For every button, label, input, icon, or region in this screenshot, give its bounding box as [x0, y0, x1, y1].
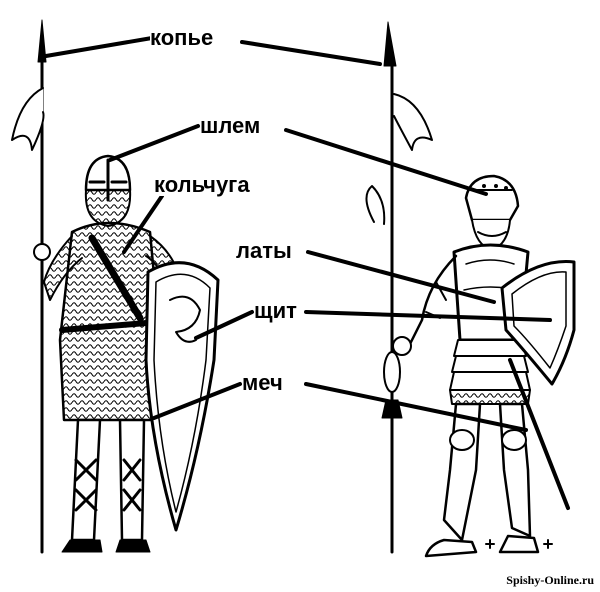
- leader-chainmail: [122, 194, 164, 254]
- right-shield: [500, 260, 576, 386]
- leader-sword-right: [304, 382, 528, 432]
- leader-shield-right: [304, 310, 552, 322]
- leader-shield-left: [194, 310, 254, 340]
- right-sword: [508, 358, 570, 510]
- leader-helmet-right: [284, 128, 488, 196]
- leader-plate-armor: [306, 250, 496, 304]
- left-shield: [144, 261, 220, 532]
- left-knight: [11, 19, 220, 554]
- leader-spear-left: [44, 36, 154, 58]
- watermark: Spishy-Online.ru: [506, 573, 594, 587]
- leader-spear-right: [240, 40, 382, 66]
- leader-sword-left: [152, 382, 242, 420]
- label-sword: меч: [242, 370, 283, 395]
- right-helmet: [464, 174, 520, 222]
- label-shield: щит: [254, 298, 297, 323]
- right-knight: [365, 21, 576, 558]
- label-plate-armor: латы: [236, 238, 292, 263]
- label-chainmail: кольчуга: [154, 172, 250, 197]
- right-spear: [365, 21, 433, 554]
- leader-helmet-left: [108, 124, 200, 162]
- label-helmet: шлем: [200, 113, 261, 138]
- left-spear: [11, 19, 47, 554]
- leader-lines: [44, 36, 552, 432]
- label-spear: копье: [150, 25, 214, 50]
